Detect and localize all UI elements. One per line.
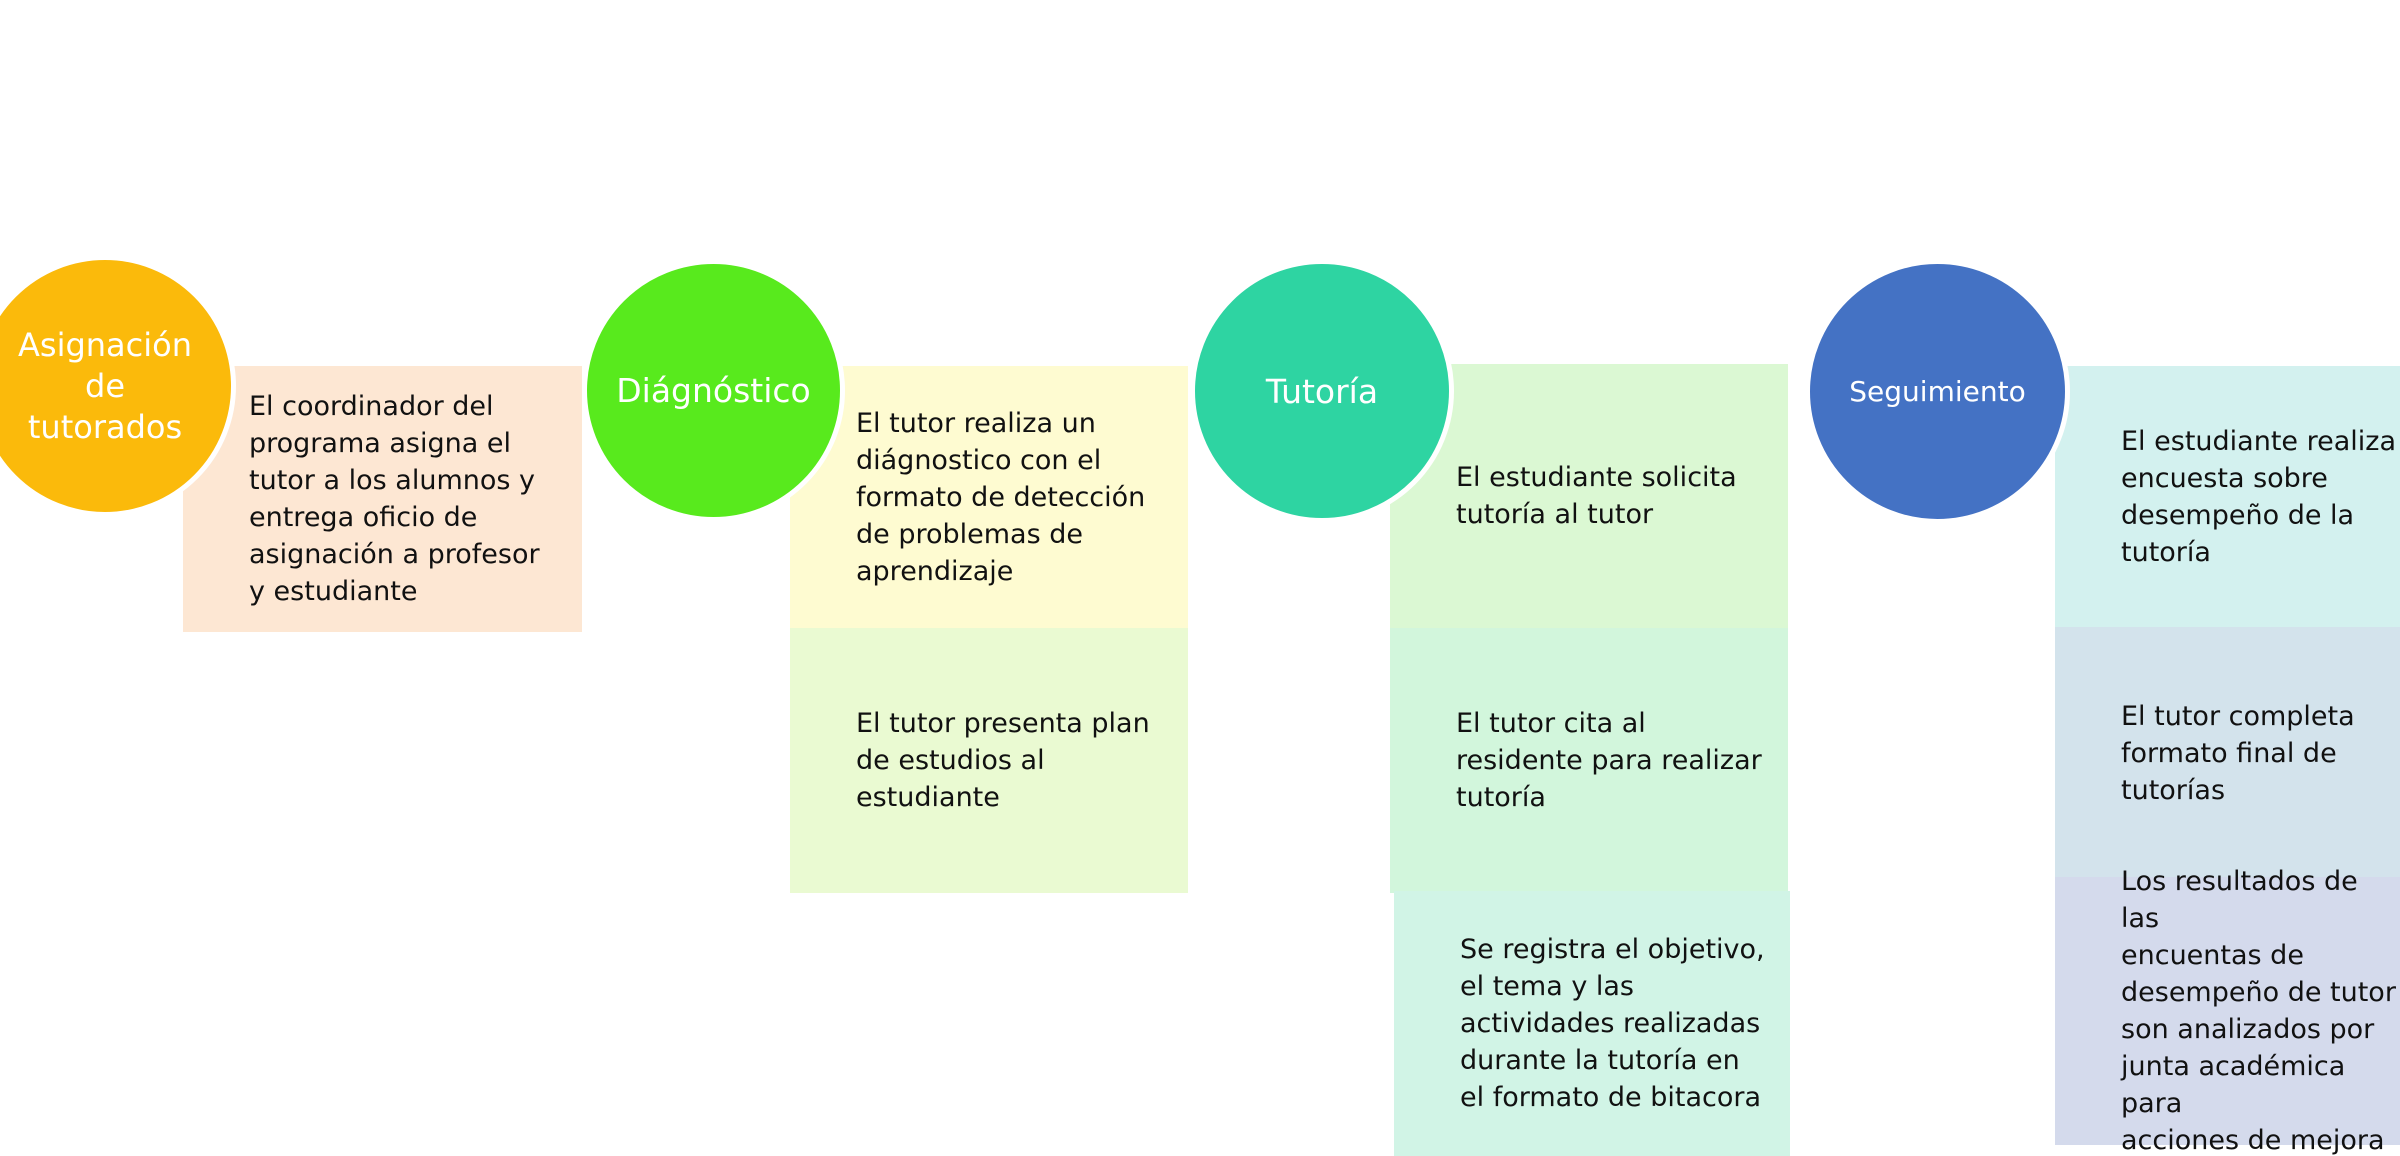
- stage-4-step-1-box: El estudiante realiza encuesta sobre des…: [2055, 366, 2400, 627]
- stage-4-step-1-text: El estudiante realiza encuesta sobre des…: [2121, 425, 2396, 568]
- stage-4-circle: Seguimiento: [1805, 259, 2070, 524]
- stage-4-step-3-box: Los resultados de las encuentas de desem…: [2055, 866, 2400, 1156]
- stage-2-step-1-box: El tutor realiza un diágnostico con el f…: [790, 366, 1188, 628]
- stage-1-step-1-text: El coordinador del programa asigna el tu…: [249, 391, 540, 607]
- stage-2-step-2-text: El tutor presenta plan de estudios al es…: [856, 708, 1150, 813]
- stage-3-step-2-box: El tutor cita al residente para realizar…: [1390, 628, 1788, 893]
- stage-4-title: Seguimiento: [1849, 374, 2026, 408]
- stage-3-step-2-text: El tutor cita al residente para realizar…: [1456, 708, 1762, 813]
- stage-4-step-3-text: Los resultados de las encuentas de desem…: [2121, 866, 2396, 1156]
- stage-3-step-1-text: El estudiante solicita tutoría al tutor: [1456, 462, 1737, 530]
- stage-1-step-1-box: El coordinador del programa asigna el tu…: [183, 366, 582, 632]
- stage-3-step-3-box: Se registra el objetivo, el tema y las a…: [1394, 891, 1790, 1156]
- stage-1-title: Asignación de tutorados: [18, 325, 192, 446]
- stage-4-step-2-box: El tutor completa formato final de tutor…: [2055, 627, 2400, 879]
- stage-2-step-1-text: El tutor realiza un diágnostico con el f…: [856, 407, 1146, 587]
- stage-2-title: Diágnóstico: [616, 371, 811, 410]
- stage-4-step-2-text: El tutor completa formato final de tutor…: [2121, 700, 2355, 806]
- stage-1-circle: Asignación de tutorados: [0, 255, 236, 517]
- stage-3-title: Tutoría: [1265, 371, 1379, 411]
- stage-2-circle: Diágnóstico: [582, 259, 845, 522]
- stage-3-circle: Tutoría: [1190, 259, 1454, 523]
- stage-3-step-1-box: El estudiante solicita tutoría al tutor: [1390, 364, 1788, 628]
- stage-3-step-3-text: Se registra el objetivo, el tema y las a…: [1460, 934, 1765, 1113]
- stage-2-step-2-box: El tutor presenta plan de estudios al es…: [790, 628, 1188, 893]
